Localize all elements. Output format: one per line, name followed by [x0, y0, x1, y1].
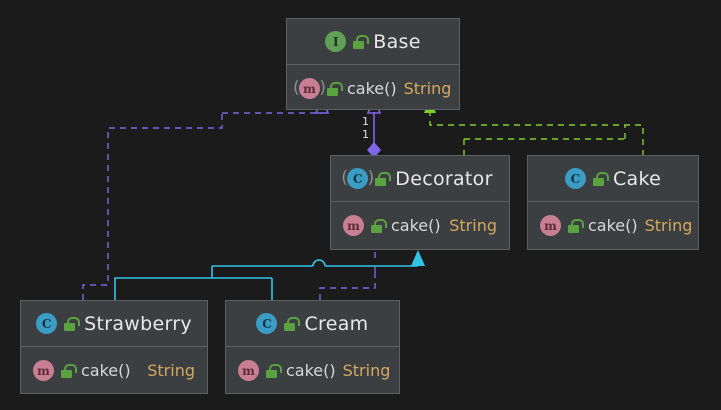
- unlock-icon: [371, 218, 387, 233]
- member-row[interactable]: m cake() String: [226, 347, 399, 394]
- method-icon: m: [343, 215, 364, 236]
- member-type-label: String: [644, 216, 693, 235]
- divider: [21, 346, 207, 347]
- divider: [287, 64, 459, 65]
- edge-cream-base-dependency: [319, 250, 376, 300]
- divider: [331, 201, 509, 202]
- edge-subclasses-decorator-generalization: [114, 250, 425, 300]
- member-row[interactable]: m cake() String: [331, 202, 509, 249]
- class-node-cream[interactable]: C Cream m cake() String: [225, 300, 400, 394]
- unlock-icon: [375, 171, 392, 186]
- unlock-icon: [327, 81, 343, 96]
- class-node-header: C Cream: [226, 301, 399, 346]
- member-type-label: String: [449, 216, 497, 235]
- member-name-label: cake(): [286, 361, 336, 380]
- class-node-header: C Strawberry: [21, 301, 207, 346]
- unlock-icon: [61, 363, 77, 378]
- divider: [528, 201, 698, 202]
- class-name-label: Decorator: [395, 167, 493, 190]
- member-row[interactable]: m cake() String: [528, 202, 698, 249]
- class-name-label: Strawberry: [84, 312, 192, 335]
- class-node-strawberry[interactable]: C Strawberry m cake() String: [20, 300, 208, 394]
- abstract-class-icon: ( C ): [341, 168, 375, 189]
- class-icon: C: [256, 313, 278, 334]
- interface-icon: I: [325, 31, 347, 52]
- class-node-header: I Base: [287, 19, 459, 64]
- class-node-header: C Cake: [528, 156, 698, 201]
- unlock-icon: [568, 218, 584, 233]
- unlock-icon: [353, 34, 370, 49]
- member-row[interactable]: m cake() String: [21, 347, 207, 394]
- unlock-icon: [284, 316, 301, 331]
- unlock-icon: [64, 316, 81, 331]
- unlock-icon: [592, 171, 609, 186]
- edge-strawberry-base-dependency: [82, 95, 330, 300]
- class-icon: C: [36, 313, 58, 334]
- member-type-label: String: [342, 361, 391, 380]
- class-name-label: Cream: [304, 312, 369, 335]
- class-node-base[interactable]: I Base ( m ) cake() String: [286, 18, 460, 110]
- member-name-label: cake(): [347, 79, 397, 98]
- abstract-method-icon: ( m ): [293, 78, 326, 99]
- unlock-icon: [266, 363, 282, 378]
- class-icon: C: [564, 168, 586, 189]
- class-name-label: Base: [373, 30, 421, 53]
- member-name-label: cake(): [391, 216, 441, 235]
- method-icon: m: [33, 360, 54, 381]
- aggregation-source-multiplicity: 1: [362, 128, 369, 141]
- member-type-label: String: [403, 79, 452, 98]
- class-node-cake[interactable]: C Cake m cake() String: [527, 155, 699, 250]
- divider: [226, 346, 399, 347]
- member-type-label: String: [147, 361, 195, 380]
- method-icon: m: [540, 215, 561, 236]
- member-name-label: cake(): [81, 361, 131, 380]
- class-name-label: Cake: [612, 167, 662, 190]
- class-node-decorator[interactable]: ( C ) Decorator m cake() String: [330, 155, 510, 250]
- aggregation-target-multiplicity: 1: [362, 115, 369, 128]
- member-row[interactable]: ( m ) cake() String: [287, 65, 459, 112]
- member-name-label: cake(): [588, 216, 638, 235]
- class-node-header: ( C ) Decorator: [331, 156, 509, 201]
- method-icon: m: [238, 360, 259, 381]
- edge-decorator-base-realization: [463, 125, 626, 155]
